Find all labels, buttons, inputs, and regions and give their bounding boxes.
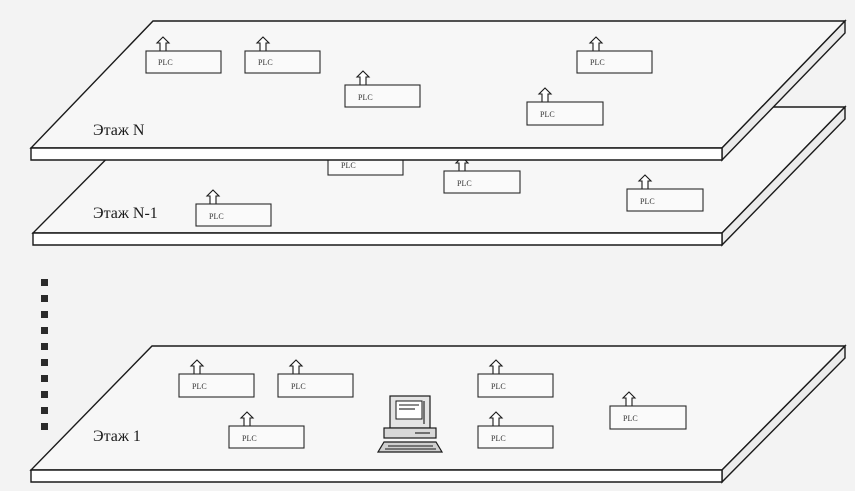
plc-label: PLC	[341, 161, 356, 170]
plc-label: PLC	[640, 197, 655, 206]
plc-label: PLC	[209, 212, 224, 221]
plc-label: PLC	[457, 179, 472, 188]
plc-label: PLC	[291, 382, 306, 391]
plc-label: PLC	[258, 58, 273, 67]
plc-label: PLC	[192, 382, 207, 391]
floor-label-n: Этаж N	[93, 122, 145, 139]
floor-label-n-minus-1: Этаж N-1	[93, 205, 158, 222]
plc-label: PLC	[590, 58, 605, 67]
plc-label: PLC	[158, 58, 173, 67]
vertical-dots-icon	[41, 279, 48, 430]
plc-label: PLC	[623, 414, 638, 423]
floor-label-1: Этаж 1	[93, 428, 141, 445]
plc-label: PLC	[242, 434, 257, 443]
plc-label: PLC	[540, 110, 555, 119]
floor-n: Этаж N PLC PLC PLC PLC PLC	[31, 21, 845, 160]
plc-label: PLC	[491, 434, 506, 443]
floor-1: Этаж 1 PLC PLC PLC PLC PLC	[31, 346, 845, 482]
plc-label: PLC	[358, 93, 373, 102]
plc-label: PLC	[491, 382, 506, 391]
